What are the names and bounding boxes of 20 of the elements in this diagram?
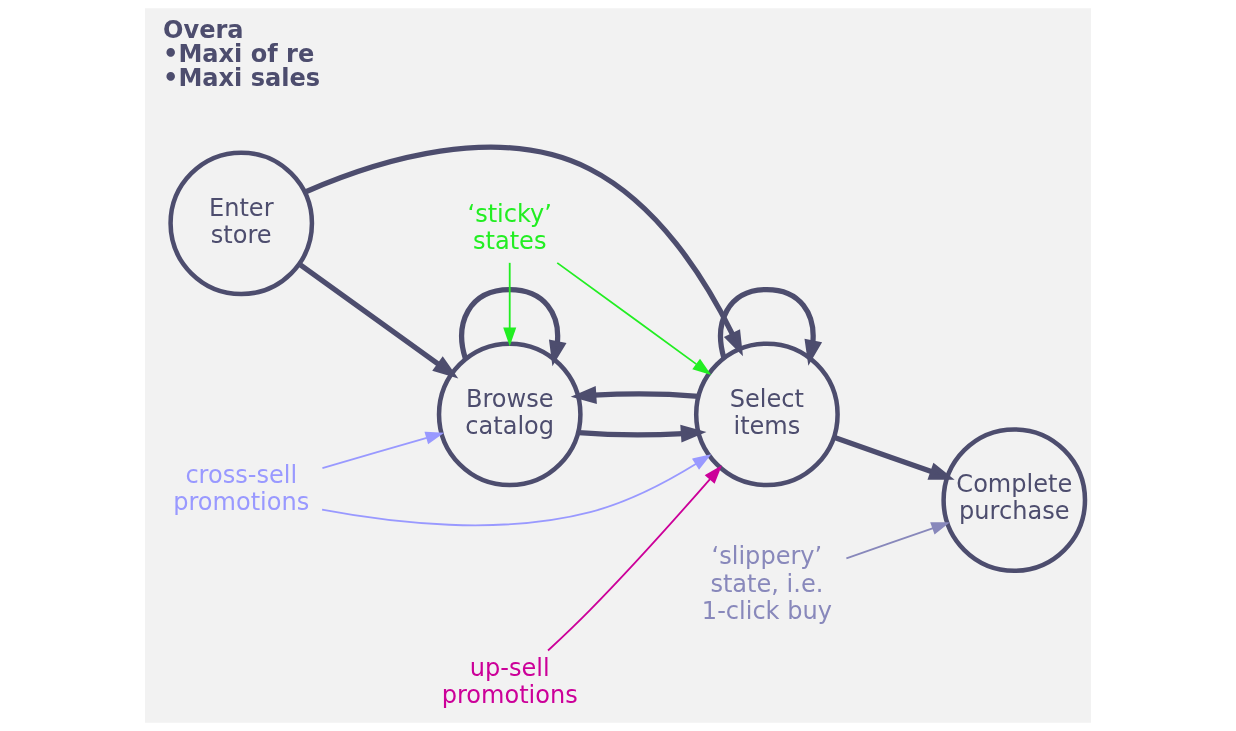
node-text: up-sell promotions (441, 653, 578, 709)
arrow (547, 465, 722, 652)
arrow (833, 434, 955, 480)
arrow (459, 286, 567, 367)
arrow (570, 386, 699, 404)
node-circle: Enter store (168, 150, 315, 297)
node-circle: Complete purchase (941, 427, 1088, 574)
arrow (845, 522, 950, 560)
arrow (321, 454, 712, 527)
arrow (578, 424, 707, 443)
arrow (503, 261, 517, 347)
label: •Maxi sales (163, 64, 321, 93)
arrow (303, 144, 743, 357)
arrow (556, 262, 712, 375)
node-text: ‘sticky’ states (467, 199, 552, 255)
arrow (298, 262, 459, 379)
arrow (321, 431, 445, 469)
node-text: ‘slippery’ state, i.e. 1-click buy (701, 542, 832, 625)
node-text: cross-sell promotions (173, 461, 310, 517)
arrow (718, 286, 823, 366)
